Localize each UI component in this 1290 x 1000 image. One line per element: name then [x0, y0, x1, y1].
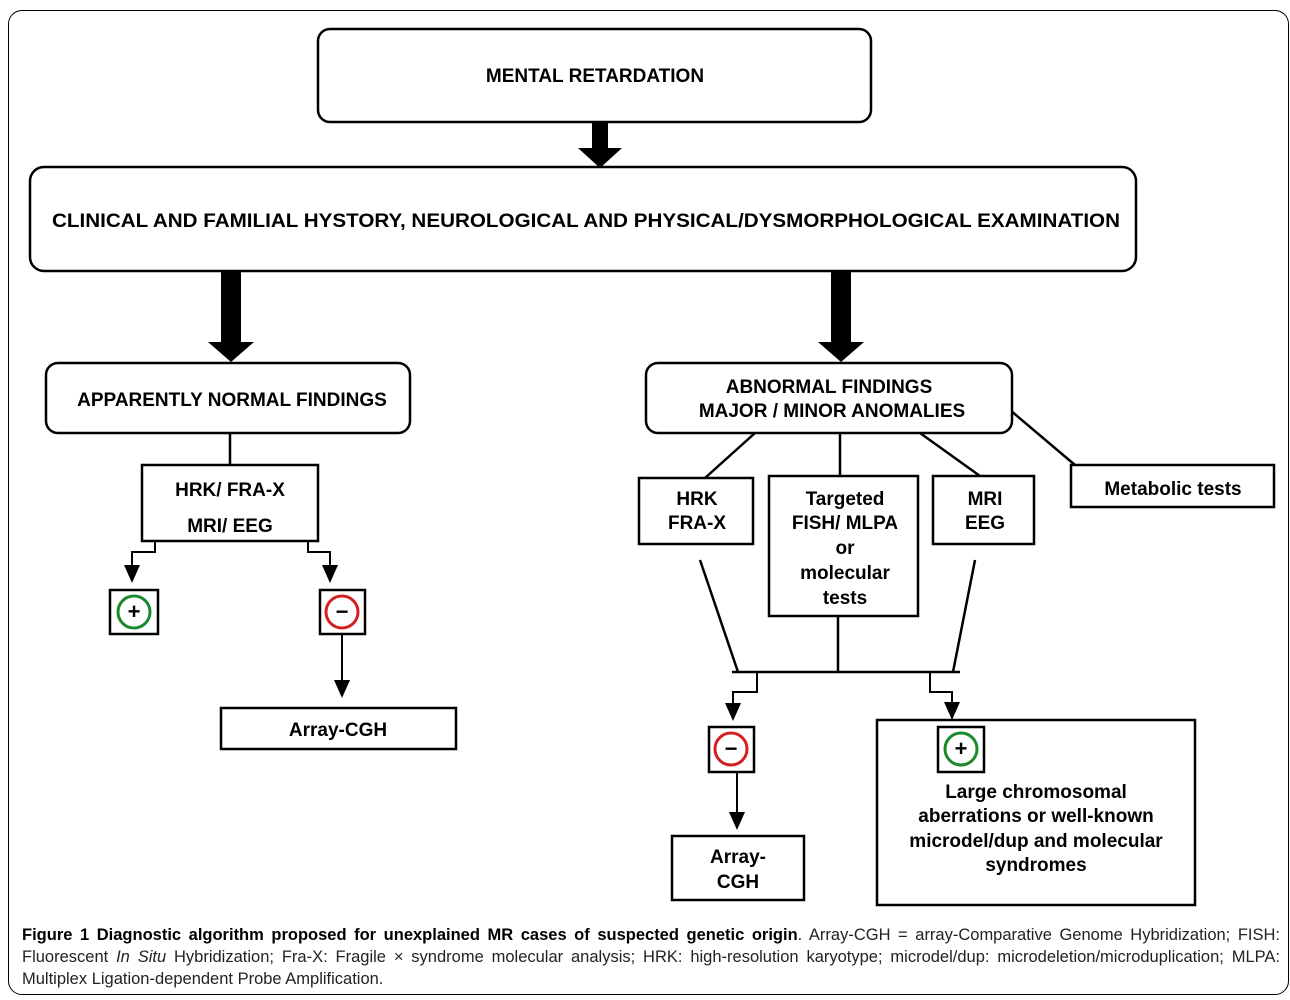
- connector-line: [1009, 409, 1076, 466]
- node-normal-findings: [44, 361, 412, 435]
- arrow-large: [929, 672, 960, 720]
- molecular-label: molecular: [800, 563, 890, 584]
- large-aberrations-label: syndromes: [985, 855, 1086, 876]
- mri-eeg-label: MRI/ EEG: [187, 516, 273, 537]
- minus-circle-icon: [713, 731, 749, 767]
- node-mri-eeg: [931, 474, 1036, 546]
- hrk-label: HRK: [676, 489, 717, 510]
- node-hrk-mri-left: [140, 463, 320, 543]
- large-aberrations-label: Large chromosomal: [945, 782, 1127, 803]
- node-large-aberrations: [875, 718, 1197, 907]
- tests-label: tests: [823, 588, 867, 609]
- block-arrow: [818, 270, 864, 362]
- caption-text: Hybridization; Fra-X: Fragile × syndrome…: [22, 948, 1281, 988]
- node-array-cgh-left: [219, 706, 458, 751]
- flowchart: + − − + MENTAL RETARDATION CLINICAL AND …: [28, 27, 1276, 907]
- caption-title: Figure 1 Diagnostic algorithm proposed f…: [22, 926, 798, 944]
- connector-line: [704, 432, 756, 479]
- normal-findings-label: APPARENTLY NORMAL FINDINGS: [77, 390, 387, 411]
- hrk-fra-label: HRK/ FRA-X: [175, 480, 285, 501]
- node-clinical-history: [28, 165, 1138, 273]
- targeted-label: Targeted: [806, 489, 885, 510]
- fra-x-label: FRA-X: [668, 513, 726, 534]
- plus-sign: +: [128, 599, 141, 624]
- arrow-negative-left: [307, 540, 338, 583]
- large-aberrations-label: aberrations or well-known: [918, 806, 1153, 827]
- caption-italic: In Situ: [116, 948, 167, 966]
- node-mental-retardation: [316, 27, 873, 124]
- large-aberrations-label: microdel/dup and molecular: [909, 831, 1163, 852]
- arrow-negative-right: [725, 672, 758, 721]
- connector-line: [698, 559, 740, 673]
- mri-label: MRI: [968, 489, 1003, 510]
- node-metabolic-tests: [1069, 463, 1276, 509]
- block-arrow: [208, 270, 254, 362]
- plus-circle-icon: [943, 731, 979, 767]
- eeg-label: EEG: [965, 513, 1005, 534]
- connector-line: [951, 559, 977, 673]
- minus-sign: −: [336, 599, 349, 624]
- node-targeted-tests: [767, 474, 920, 618]
- anomalies-label: MAJOR / MINOR ANOMALIES: [699, 401, 965, 422]
- array-label: Array-: [710, 847, 766, 868]
- arrow-positive-left: [124, 540, 156, 583]
- node-array-cgh-right: [670, 834, 806, 902]
- caption-text: . Array-CGH = array-Comparative Genome H…: [22, 926, 1281, 966]
- figure-frame: [8, 10, 1289, 995]
- connector-line: [919, 431, 981, 478]
- node-hrk-fra: [637, 476, 755, 546]
- node-abnormal-findings: [644, 361, 1014, 435]
- minus-sign: −: [725, 736, 738, 761]
- block-arrow: [578, 122, 622, 168]
- array-cgh-left-label: Array-CGH: [289, 720, 387, 741]
- metabolic-tests-label: Metabolic tests: [1104, 479, 1241, 500]
- cgh-label: CGH: [717, 872, 759, 893]
- figure-caption: Figure 1 Diagnostic algorithm proposed f…: [22, 924, 1280, 990]
- mental-retardation-label: MENTAL RETARDATION: [486, 66, 704, 87]
- abnormal-findings-label: ABNORMAL FINDINGS: [726, 377, 933, 398]
- or-label: or: [836, 538, 856, 559]
- minus-circle-icon: [324, 594, 360, 630]
- fish-mlpa-label: FISH/ MLPA: [792, 513, 899, 534]
- plus-circle-icon: [116, 594, 152, 630]
- plus-sign: +: [955, 736, 968, 761]
- clinical-history-label: CLINICAL AND FAMILIAL HYSTORY, NEUROLOGI…: [52, 211, 1120, 232]
